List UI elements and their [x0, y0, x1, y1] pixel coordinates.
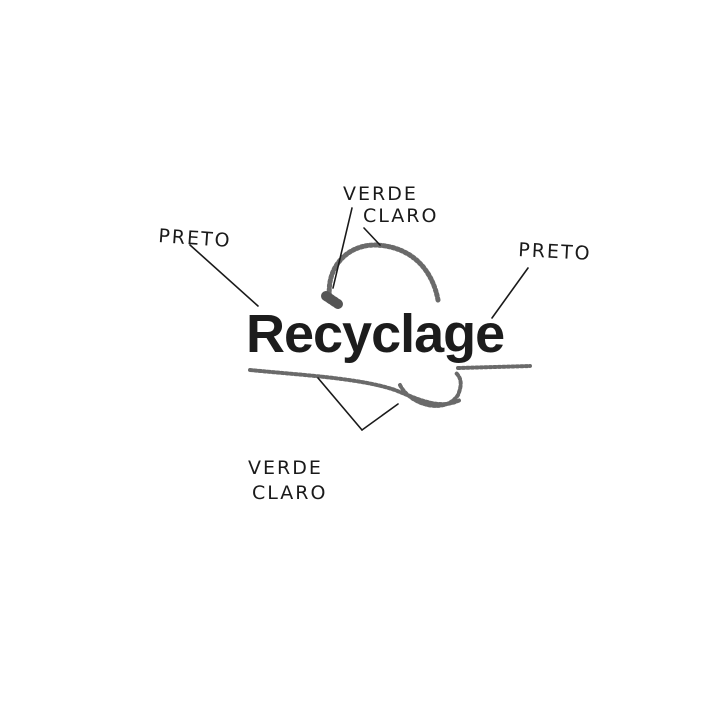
- leader-top-center-arc: [363, 227, 381, 246]
- callout-top-left: PRETO: [158, 225, 233, 252]
- logo-swoosh-group: [248, 242, 532, 408]
- leader-bottom-left: [317, 377, 363, 431]
- leader-bottom-right: [361, 403, 399, 431]
- leader-lines: [189, 207, 529, 431]
- logo-swoosh-right: [456, 364, 532, 370]
- callout-top-center-line1: VERDE: [343, 183, 418, 205]
- logo-swoosh-lower: [248, 368, 462, 407]
- leader-top-center: [332, 207, 353, 289]
- callout-top-center-line2: CLARO: [363, 205, 438, 227]
- logo-wordmark: Recyclage: [246, 304, 504, 364]
- logo-swoosh-upper-dot: [321, 291, 343, 309]
- logo-swoosh-upper: [326, 242, 441, 303]
- leader-top-left: [189, 244, 259, 307]
- callout-bottom-line1: VERDE: [248, 457, 323, 479]
- leader-right: [491, 267, 529, 319]
- logo-swoosh-loop: [398, 370, 463, 408]
- callout-bottom-line2: CLARO: [252, 482, 327, 504]
- callout-right: PRETO: [518, 239, 592, 265]
